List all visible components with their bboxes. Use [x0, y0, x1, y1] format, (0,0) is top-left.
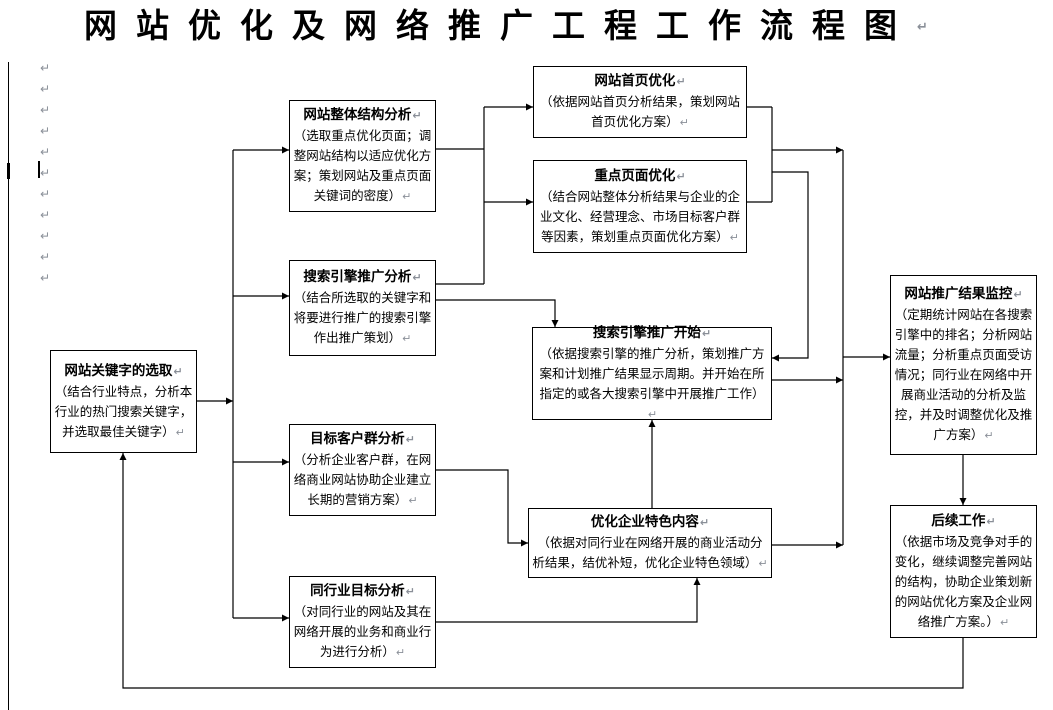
node-promotion-monitoring[interactable]: 网站推广结果监控↵ （定期统计网站在各搜索引擎中的排名；分析网站流量；分析重点页… — [890, 275, 1037, 455]
paragraph-mark-icon: ↵ — [40, 61, 51, 75]
node-body: （依据对同行业在网络开展的商业活动分析结果，结优补短，优化企业特色领域）↵ — [532, 535, 768, 570]
margin-tick — [7, 163, 10, 179]
paragraph-mark-icon: ↵ — [40, 271, 51, 285]
paragraph-mark-icon: ↵ — [395, 646, 406, 659]
node-se-promotion-analysis[interactable]: 搜索引擎推广分析↵ （结合所选取的关键字和将要进行推广的搜索引擎作出推广策划）↵ — [289, 260, 436, 356]
paragraph-mark-icon: ↵ — [40, 250, 51, 264]
paragraph-mark-icon: ↵ — [758, 557, 768, 570]
paragraph-mark-icon: ↵ — [676, 75, 686, 88]
paragraph-mark-icon: ↵ — [40, 229, 51, 243]
node-body: （选取重点优化页面；调整网站结构以适应优化方案；策划网站及重点页面关键词的密度）… — [293, 128, 432, 203]
node-follow-up[interactable]: 后续工作↵ （依据市场及竞争对手的变化，继续调整完善网站的结构，协助企业策划新的… — [890, 505, 1037, 638]
node-feature-content-optimization[interactable]: 优化企业特色内容↵ （依据对同行业在网络开展的商业活动分析结果，结优补短，优化企… — [528, 508, 772, 578]
paragraph-mark-icon: ↵ — [699, 516, 710, 529]
node-target-customer-analysis[interactable]: 目标客户群分析↵ （分析企业客户群，在网络商业网站协助企业建立长期的营销方案）↵ — [289, 424, 436, 516]
page-boundary-line — [8, 62, 9, 710]
node-body: （对同行业的网站及其在网络开展的业务和商业行为进行分析）↵ — [293, 604, 432, 659]
margin-paragraph-marks: ↵ ↵ ↵ ↵ ↵ ↵ ↵ ↵ ↵ ↵ ↵ — [40, 58, 50, 289]
paragraph-mark-icon: ↵ — [405, 585, 415, 598]
paragraph-mark-icon: ↵ — [1000, 615, 1010, 629]
paragraph-mark-icon: ↵ — [701, 326, 712, 340]
node-title: 网站关键字的选取↵ — [64, 362, 183, 379]
node-title: 优化企业特色内容↵ — [590, 514, 710, 530]
paragraph-mark-icon: ↵ — [40, 103, 51, 117]
node-keyword-selection[interactable]: 网站关键字的选取↵ （结合行业特点，分析本行业的热门搜索关键字，并选取最佳关键字… — [50, 350, 197, 453]
node-title: 搜索引擎推广开始↵ — [592, 324, 712, 341]
node-body: （定期统计网站在各搜索引擎中的排名；分析网站流量；分析重点页面受访情况；同行业在… — [894, 307, 1033, 442]
node-industry-analysis[interactable]: 同行业目标分析↵ （对同行业的网站及其在网络开展的业务和商业行为进行分析）↵ — [289, 576, 436, 668]
paragraph-mark-icon: ↵ — [647, 407, 658, 421]
node-title: 目标客户群分析↵ — [310, 431, 415, 447]
text-cursor — [38, 161, 40, 178]
node-homepage-optimization[interactable]: 网站首页优化↵ （依据网站首页分析结果，策划网站首页优化方案）↵ — [533, 66, 747, 138]
paragraph-mark-icon: ↵ — [175, 425, 185, 439]
node-structure-analysis[interactable]: 网站整体结构分析↵ （选取重点优化页面；调整网站结构以适应优化方案；策划网站及重… — [289, 100, 436, 212]
paragraph-mark-icon: ↵ — [405, 433, 415, 446]
paragraph-mark-icon: ↵ — [40, 208, 51, 222]
paragraph-mark-icon: ↵ — [676, 169, 686, 183]
node-body: （依据市场及竞争对手的变化，继续调整完善网站的结构，协助企业策划新的网站优化方案… — [894, 533, 1033, 629]
paragraph-mark-icon: ↵ — [402, 332, 412, 345]
node-body: （依据搜索引擎的推广分析，策划推广方案和计划推广结果显示周期。并开始在所指定的或… — [539, 345, 765, 421]
node-title: 网站整体结构分析↵ — [303, 107, 422, 123]
page-title: 网站优化及网络推广工程工作流程图↵ — [84, 4, 928, 50]
node-title: 搜索引擎推广分析↵ — [303, 269, 422, 285]
paragraph-mark-icon: ↵ — [679, 116, 689, 129]
paragraph-mark-icon: ↵ — [986, 514, 996, 528]
paragraph-mark-icon: ↵ — [412, 109, 422, 122]
paragraph-mark-icon: ↵ — [408, 494, 418, 507]
paragraph-mark-icon: ↵ — [40, 82, 51, 96]
paragraph-mark-icon: ↵ — [917, 19, 928, 35]
node-title: 重点页面优化↵ — [594, 167, 686, 184]
paragraph-mark-icon: ↵ — [1013, 288, 1023, 301]
paragraph-mark-icon: ↵ — [984, 429, 994, 442]
page-title-text: 网站优化及网络推广工程工作流程图 — [84, 6, 916, 45]
node-body: （结合网站整体分析结果与企业的企业文化、经营理念、市场目标客户群等因素，策划重点… — [539, 188, 740, 244]
paragraph-mark-icon: ↵ — [402, 190, 412, 203]
paragraph-mark-icon: ↵ — [412, 271, 422, 284]
paragraph-mark-icon: ↵ — [173, 364, 183, 378]
paragraph-mark-icon: ↵ — [40, 145, 51, 159]
node-title: 网站推广结果监控↵ — [904, 286, 1023, 302]
node-body: （结合行业特点，分析本行业的热门搜索关键字，并选取最佳关键字）↵ — [54, 383, 193, 439]
paragraph-mark-icon: ↵ — [40, 187, 51, 201]
node-body: （分析企业客户群，在网络商业网站协助企业建立长期的营销方案）↵ — [293, 452, 432, 507]
node-body: （依据网站首页分析结果，策划网站首页优化方案）↵ — [539, 94, 740, 129]
node-body: （结合所选取的关键字和将要进行推广的搜索引擎作出推广策划）↵ — [293, 290, 432, 345]
paragraph-mark-icon: ↵ — [729, 230, 739, 244]
paragraph-mark-icon: ↵ — [40, 166, 51, 180]
node-title: 同行业目标分析↵ — [310, 583, 415, 599]
paragraph-mark-icon: ↵ — [40, 124, 51, 138]
node-title: 后续工作↵ — [931, 512, 996, 529]
node-se-promotion-start[interactable]: 搜索引擎推广开始↵ （依据搜索引擎的推广分析，策划推广方案和计划推广结果显示周期… — [532, 325, 772, 421]
node-key-page-optimization[interactable]: 重点页面优化↵ （结合网站整体分析结果与企业的企业文化、经营理念、市场目标客户群… — [533, 160, 747, 253]
node-title: 网站首页优化↵ — [594, 73, 686, 89]
